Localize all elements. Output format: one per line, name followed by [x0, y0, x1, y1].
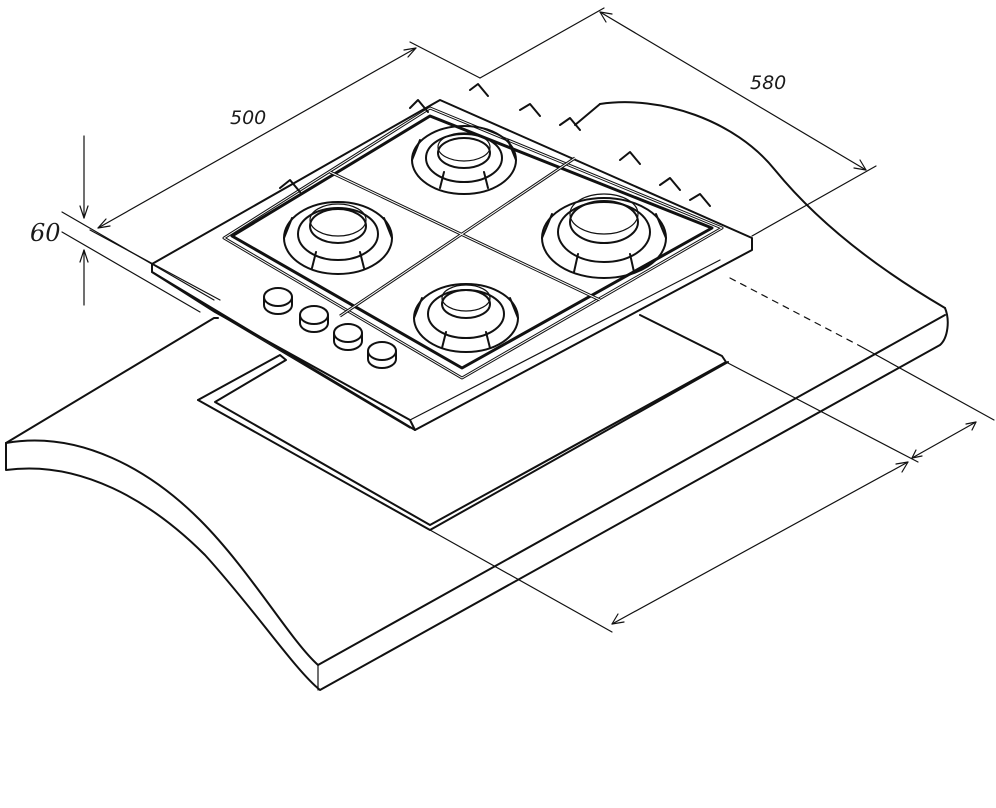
dimension-cutout	[429, 277, 995, 633]
burner-back-right	[541, 193, 667, 279]
knob-3	[333, 323, 363, 351]
pan-support-grates	[222, 83, 724, 380]
burner-back-left	[411, 125, 517, 195]
dimension-width	[89, 41, 481, 301]
dimension-depth	[479, 7, 877, 237]
height-label: 60	[30, 219, 61, 247]
knob-4	[367, 341, 397, 369]
dimension-height	[61, 135, 215, 313]
width-label: 500	[230, 107, 266, 129]
countertop	[5, 101, 949, 691]
burner-front-left	[283, 201, 393, 275]
burner-front-right	[413, 283, 519, 353]
depth-label: 580	[750, 72, 786, 94]
knob-2	[299, 305, 329, 333]
knob-1	[263, 287, 293, 315]
hob-body	[151, 99, 753, 431]
control-knobs	[263, 287, 397, 369]
